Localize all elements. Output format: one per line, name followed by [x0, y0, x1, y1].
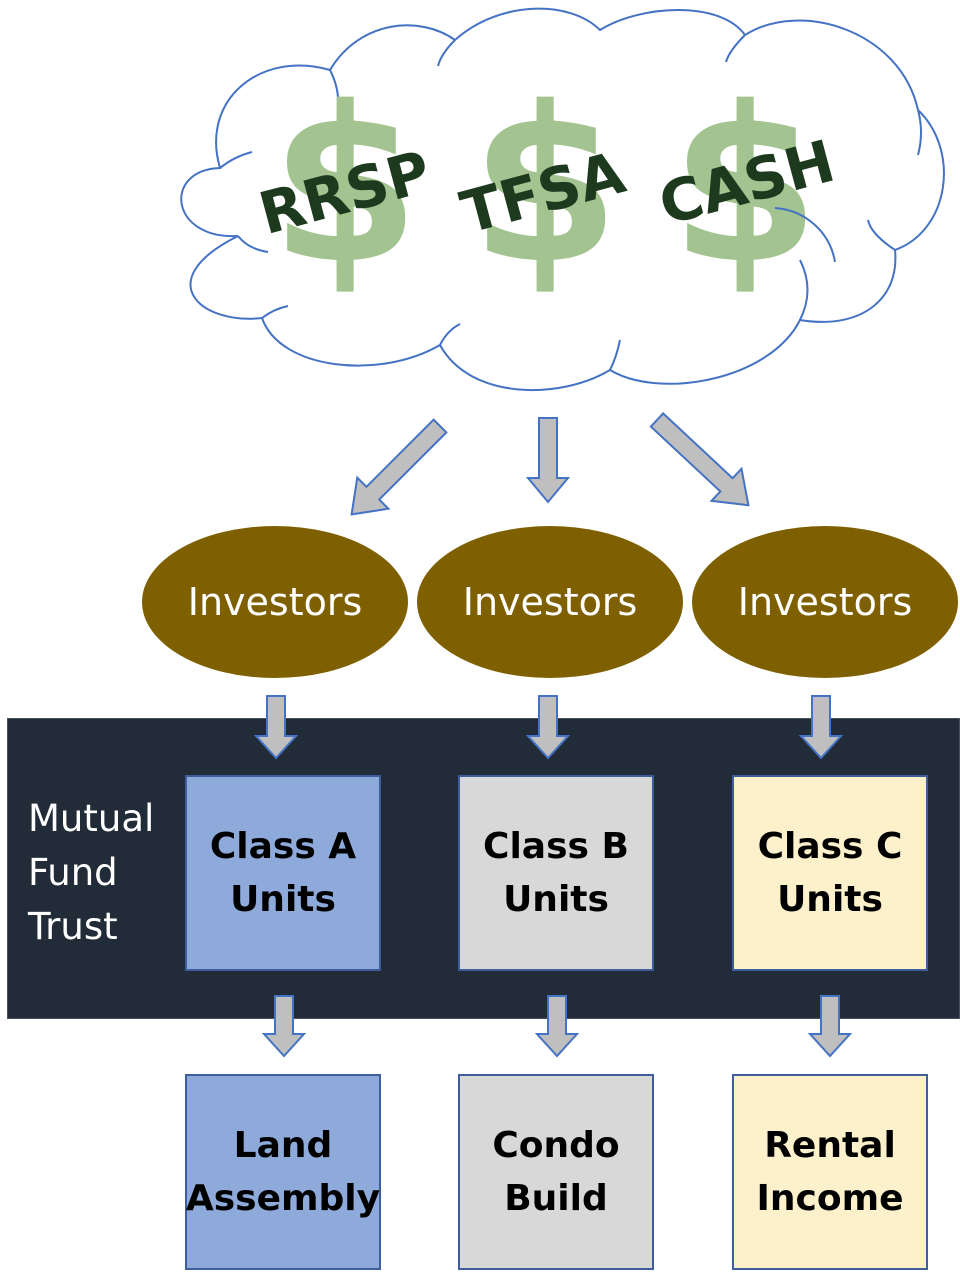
cloud-seam — [799, 259, 809, 321]
class-a-units-box: Class A Units — [185, 775, 381, 971]
unit-class-subtitle: Units — [503, 879, 609, 920]
arrow-class-c-to-rental-income — [807, 995, 853, 1058]
arrow-investors-to-class-b — [525, 695, 571, 760]
unit-class-title: Class B — [483, 826, 629, 867]
arrow-class-b-to-condo-build — [534, 995, 580, 1058]
rental-income-box: Rental Income — [732, 1074, 928, 1270]
cloud-seam — [329, 69, 339, 101]
class-c-units-box: Class C Units — [732, 775, 928, 971]
arrow-investors-to-class-a — [253, 695, 299, 760]
investor-group-2: Investors — [417, 526, 683, 678]
cloud-seam — [725, 34, 746, 63]
cloud-seam — [917, 109, 922, 156]
cloud-shape — [180, 7, 945, 391]
dollar-sign-icon: $ — [470, 60, 620, 311]
cloud-seam — [237, 235, 269, 253]
project-title: Land — [233, 1125, 333, 1166]
project-subtitle: Assembly — [185, 1178, 381, 1219]
cloud-seam — [439, 323, 461, 346]
investor-group-1: Investors — [142, 526, 408, 678]
cloud-seam — [609, 339, 621, 371]
trust-label-line: Trust — [28, 905, 118, 948]
class-b-units-box: Class B Units — [458, 775, 654, 971]
unit-class-title: Class A — [209, 826, 357, 867]
arrow-class-a-to-land-assembly — [261, 995, 307, 1058]
condo-build-box: Condo Build — [458, 1074, 654, 1270]
unit-class-subtitle: Units — [230, 879, 336, 920]
investor-oval — [142, 526, 408, 678]
investor-group-3: Investors — [692, 526, 958, 678]
project-subtitle: Build — [504, 1178, 608, 1219]
investor-oval — [417, 526, 683, 678]
cloud-seam — [867, 219, 896, 251]
trust-label: Mutual Fund Trust — [28, 792, 178, 954]
investor-label: Investors — [738, 580, 913, 624]
cloud-seam — [774, 207, 836, 263]
project-title: Rental — [764, 1125, 896, 1166]
arrow-cloud-to-investors-left — [350, 418, 448, 516]
arrow-cloud-to-investors-right — [649, 412, 750, 507]
unit-class-title: Class C — [757, 826, 903, 867]
investor-label: Investors — [188, 580, 363, 624]
investor-label: Investors — [463, 580, 638, 624]
trust-label-line: Mutual — [28, 797, 155, 840]
cloud-seam — [219, 151, 253, 169]
trust-label-line: Fund — [28, 851, 118, 894]
cloud-seam — [437, 39, 456, 67]
project-subtitle: Income — [756, 1178, 904, 1219]
dollar-sign-icon: $ — [270, 60, 420, 311]
dollar-sign-icon: $ — [670, 60, 820, 311]
project-title: Condo — [492, 1125, 620, 1166]
cloud-seam — [261, 305, 289, 319]
arrow-cloud-to-investors-middle — [525, 417, 571, 504]
investor-oval — [692, 526, 958, 678]
unit-class-subtitle: Units — [777, 879, 883, 920]
money-cloud — [180, 7, 945, 391]
land-assembly-box: Land Assembly — [185, 1074, 381, 1270]
arrow-investors-to-class-c — [798, 695, 844, 760]
